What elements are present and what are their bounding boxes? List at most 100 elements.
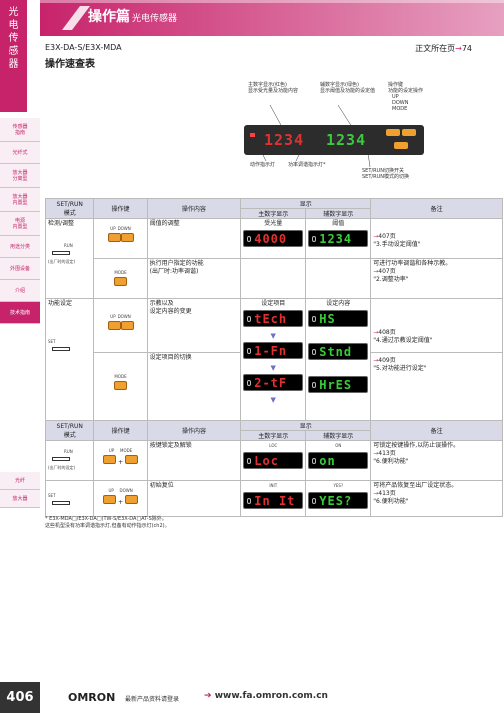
- col-content: 操作内容: [146, 198, 242, 219]
- up-key-icon: [103, 455, 117, 464]
- device-up-key[interactable]: [386, 129, 400, 136]
- arrow-right-icon: ➔: [204, 691, 212, 701]
- sidebar-item-power-builtin[interactable]: 电源 内置型: [0, 212, 40, 236]
- lcd-sub: Stnd: [308, 343, 369, 360]
- col-sub-display: 辅数字显示: [305, 208, 372, 219]
- col-sub-display: 辅数字显示: [305, 430, 372, 441]
- key-cell-combo: UP MODE +: [93, 440, 148, 481]
- table-row: MODE 执行用户指定的功能 (出厂时:功率调谐) 可进行功率调谐和各种示教。→…: [46, 258, 503, 299]
- header-band-graphic: [40, 0, 504, 36]
- col-display: 显示: [240, 420, 372, 431]
- col-main-display: 主数字显示: [240, 208, 307, 219]
- page-number: 406: [0, 682, 40, 713]
- device-main-display: 1234: [264, 131, 305, 149]
- sidebar-item-intro[interactable]: 介绍: [0, 280, 40, 302]
- mode-key-icon: [114, 277, 128, 286]
- key-cell-combo: UP DOWN +: [93, 480, 148, 517]
- col-note: 备注: [370, 198, 503, 219]
- model-number: E3X-DA-S/E3X-MDA: [45, 43, 122, 52]
- down-key-icon: [125, 495, 139, 504]
- mode-cell-set: SET: [44, 480, 95, 517]
- col-content: 操作内容: [146, 420, 242, 441]
- sidebar-item-amp-builtin[interactable]: 放大器 内置型: [0, 188, 40, 212]
- brand-logo: OMRON: [68, 691, 116, 704]
- set-switch-icon: [52, 347, 70, 351]
- vtitle-char: 电: [8, 20, 19, 31]
- arrow-down-icon: ▼: [270, 396, 276, 404]
- lcd-main: Loc: [243, 452, 304, 469]
- down-key-icon: [120, 321, 134, 330]
- note-cell: →409页"5.对功能进行设定": [370, 352, 503, 421]
- footnote: * E3X-MDA□/E3X-DA□(TW-S/E3X-DA□AT-S除外。 这…: [45, 516, 170, 529]
- quick-ref-table-2: SET/RUN 模式 操作键 操作内容 显示 备注 主数字显示 辅数字显示 RU…: [44, 420, 503, 517]
- sidebar-item-tech-guide[interactable]: 技术指南: [0, 302, 40, 324]
- sidebar-subitem-fiber[interactable]: 光纤: [0, 472, 40, 490]
- run-switch-icon: [52, 457, 70, 461]
- col-note: 备注: [370, 420, 503, 441]
- mode-key-icon: [125, 455, 139, 464]
- vtitle-char: 传: [8, 33, 19, 44]
- mode-cell-run: RUN(出厂时的设定): [44, 440, 95, 481]
- key-cell-updown: UP DOWN: [93, 218, 148, 259]
- content-cell: 设定项目的切换: [146, 352, 242, 421]
- down-key-icon: [120, 233, 134, 242]
- page-reference: 正文所在页→74: [415, 44, 472, 53]
- lcd-main: 2-tF: [243, 374, 304, 391]
- sidebar-subitem-amplifier[interactable]: 放大器: [0, 490, 40, 508]
- lcd-sub: 1234: [308, 230, 369, 247]
- footer-text: 最新产品资料请登录: [125, 696, 180, 703]
- lcd-sub: HrES: [308, 376, 369, 393]
- device-mode-key[interactable]: [394, 142, 408, 149]
- note-cell: →407页"3.手动设定阈值": [370, 218, 503, 259]
- arrow-down-icon: ▼: [270, 332, 276, 340]
- section-subtitle: 光电传感器: [132, 14, 178, 24]
- sidebar-subnav: 光纤 放大器: [0, 472, 40, 508]
- col-key: 操作键: [93, 198, 148, 219]
- sidebar-item-fiber[interactable]: 光纤式: [0, 142, 40, 164]
- run-switch-icon: [52, 251, 70, 255]
- key-cell-mode: MODE: [93, 352, 148, 421]
- section-title: 操作篇光电传感器: [88, 9, 178, 25]
- lcd-sub: YES?: [308, 492, 369, 509]
- sidebar-item-peripherals[interactable]: 外围设备: [0, 258, 40, 280]
- main-display-label: 主数字显示(红色)显示受光量及功能内容: [248, 82, 299, 94]
- sidebar-item-applications[interactable]: 用途分类: [0, 236, 40, 258]
- up-key-icon: [107, 233, 121, 242]
- vtitle-char: 光: [8, 7, 19, 18]
- note-cell: 可锁定按键操作,以防止误操作。→413页"6.便利功能": [370, 440, 503, 481]
- col-mode: SET/RUN 模式: [44, 420, 95, 441]
- key-cell-updown: UP DOWN: [93, 298, 148, 353]
- device-down-key[interactable]: [402, 129, 416, 136]
- device-sub-display: 1234: [326, 131, 367, 149]
- footer-url[interactable]: ➔ www.fa.omron.com.cn: [204, 691, 328, 701]
- content-cell: 执行用户指定的功能 (出厂时:功率调谐): [146, 258, 242, 299]
- col-key: 操作键: [93, 420, 148, 441]
- note-cell: →408页"4.通过示教设定阈值": [370, 298, 503, 353]
- main-cell: 设定项目 tEch ▼ 1-Fn ▼ 2-tF ▼: [240, 298, 307, 421]
- vtitle-char: 器: [8, 59, 19, 70]
- vtitle-char: 感: [8, 46, 19, 57]
- arrow-down-icon: ▼: [270, 364, 276, 372]
- mode-cell-run: 检测/调整 RUN (出厂时的设定): [44, 218, 95, 299]
- sidebar-nav: 传感器 指南 光纤式 放大器 分离型 放大器 内置型 电源 内置型 用途分类 外…: [0, 118, 40, 324]
- sub-display-label: 辅数字显示(绿色)显示阈值及功能的设定值: [320, 82, 376, 94]
- mode-cell-set: 功能设定 SET: [44, 298, 95, 421]
- lcd-main: 1-Fn: [243, 342, 304, 359]
- lcd-sub: HS: [308, 310, 369, 327]
- sidebar-item-amp-separate[interactable]: 放大器 分离型: [0, 164, 40, 188]
- section-vertical-title: 光 电 传 感 器: [0, 0, 27, 112]
- quick-ref-table-1: SET/RUN 模式 操作键 操作内容 显示 备注 主数字显示 辅数字显示 检测…: [44, 198, 503, 421]
- content-cell: 初始复位: [146, 480, 242, 517]
- sidebar-item-guide[interactable]: 传感器 指南: [0, 118, 40, 142]
- sub-cell: 设定内容 HS Stnd HrES: [305, 298, 372, 421]
- lcd-main: tEch: [243, 310, 304, 327]
- amplifier-device: 1234 1234: [244, 125, 424, 155]
